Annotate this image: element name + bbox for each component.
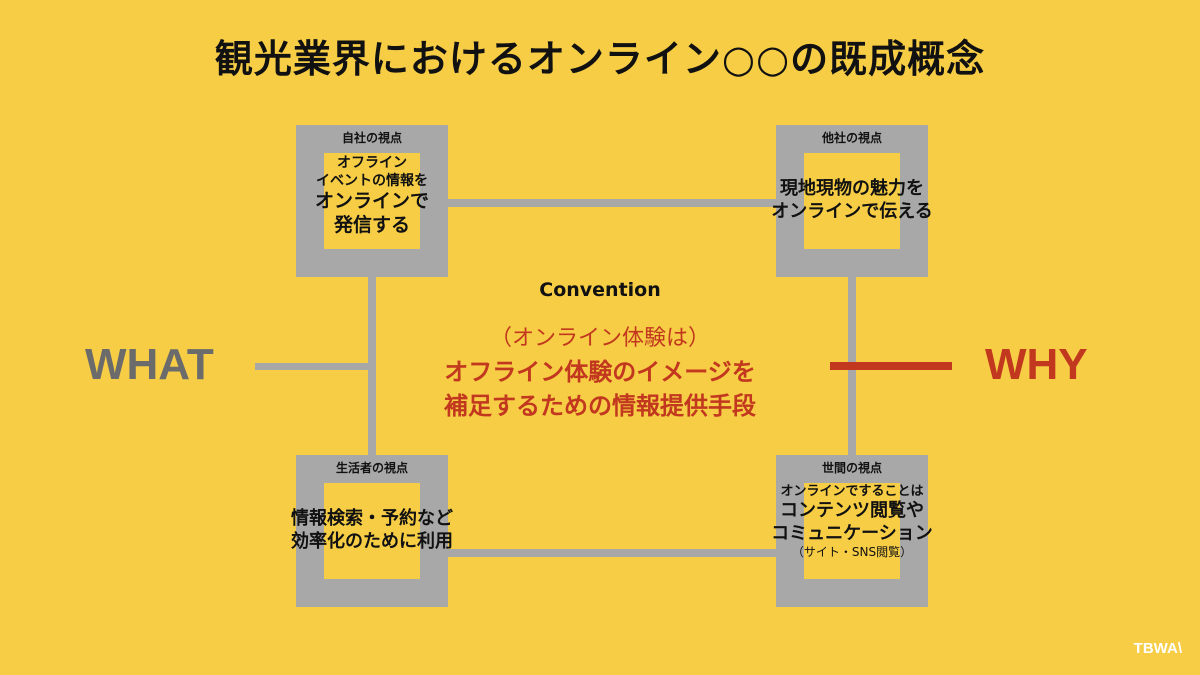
why-label: WHY — [985, 340, 1088, 389]
text-line: オフライン — [337, 155, 407, 171]
box-label: 他社の視点 — [821, 131, 882, 145]
box-other-company-text: 現地現物の魅力を オンラインで伝える — [752, 178, 952, 223]
text-line: オンラインで伝える — [771, 200, 933, 222]
why-connector — [830, 362, 952, 370]
text-line: 情報検索・予約など — [291, 508, 453, 529]
text-line: 効率化のために利用 — [291, 530, 453, 552]
text-line: 現地現物の魅力を — [780, 178, 924, 199]
connector-top — [448, 199, 776, 207]
box-label: 自社の視点 — [341, 131, 402, 145]
connector-left — [368, 277, 376, 455]
center-statement: オフライン体験のイメージを 補足するための情報提供手段 — [0, 356, 1200, 423]
text-line: （サイト・SNS閲覧） — [791, 545, 913, 560]
box-consumer-text: 情報検索・予約など 効率化のために利用 — [272, 508, 472, 553]
box-own-company: 自社の視点 — [296, 125, 448, 277]
box-label: 世間の視点 — [821, 461, 882, 475]
box-other-company: 他社の視点 — [776, 125, 928, 277]
statement-line: オフライン体験のイメージを — [444, 358, 756, 386]
box-public: 世間の視点 — [776, 455, 928, 607]
text-line: コンテンツ閲覧や — [780, 500, 924, 522]
what-connector — [255, 363, 370, 370]
convention-heading: Convention — [539, 279, 661, 301]
text-line: イベントの情報を — [316, 172, 428, 189]
text-line: オンラインで — [314, 190, 429, 212]
statement-line: 補足するための情報提供手段 — [444, 391, 756, 420]
what-label: WHAT — [85, 340, 214, 389]
slide-title: 観光業界におけるオンライン○○の既成概念 — [214, 37, 986, 81]
text-line: コミュニケーション — [771, 522, 933, 544]
text-line: 発信する — [333, 213, 410, 236]
box-label: 生活者の視点 — [335, 461, 408, 475]
text-line: オンラインですることは — [780, 484, 924, 499]
center-subtitle: （オンライン体験は） — [489, 326, 710, 351]
connector-bottom — [448, 549, 776, 557]
box-consumer: 生活者の視点 — [296, 455, 448, 607]
box-public-text: オンラインですることは コンテンツ閲覧や コミュニケーション （サイト・SNS閲… — [752, 484, 952, 560]
box-own-company-text: オフライン イベントの情報を オンラインで 発信する — [296, 155, 448, 238]
tbwa-logo: TBWA\ — [1133, 640, 1182, 657]
